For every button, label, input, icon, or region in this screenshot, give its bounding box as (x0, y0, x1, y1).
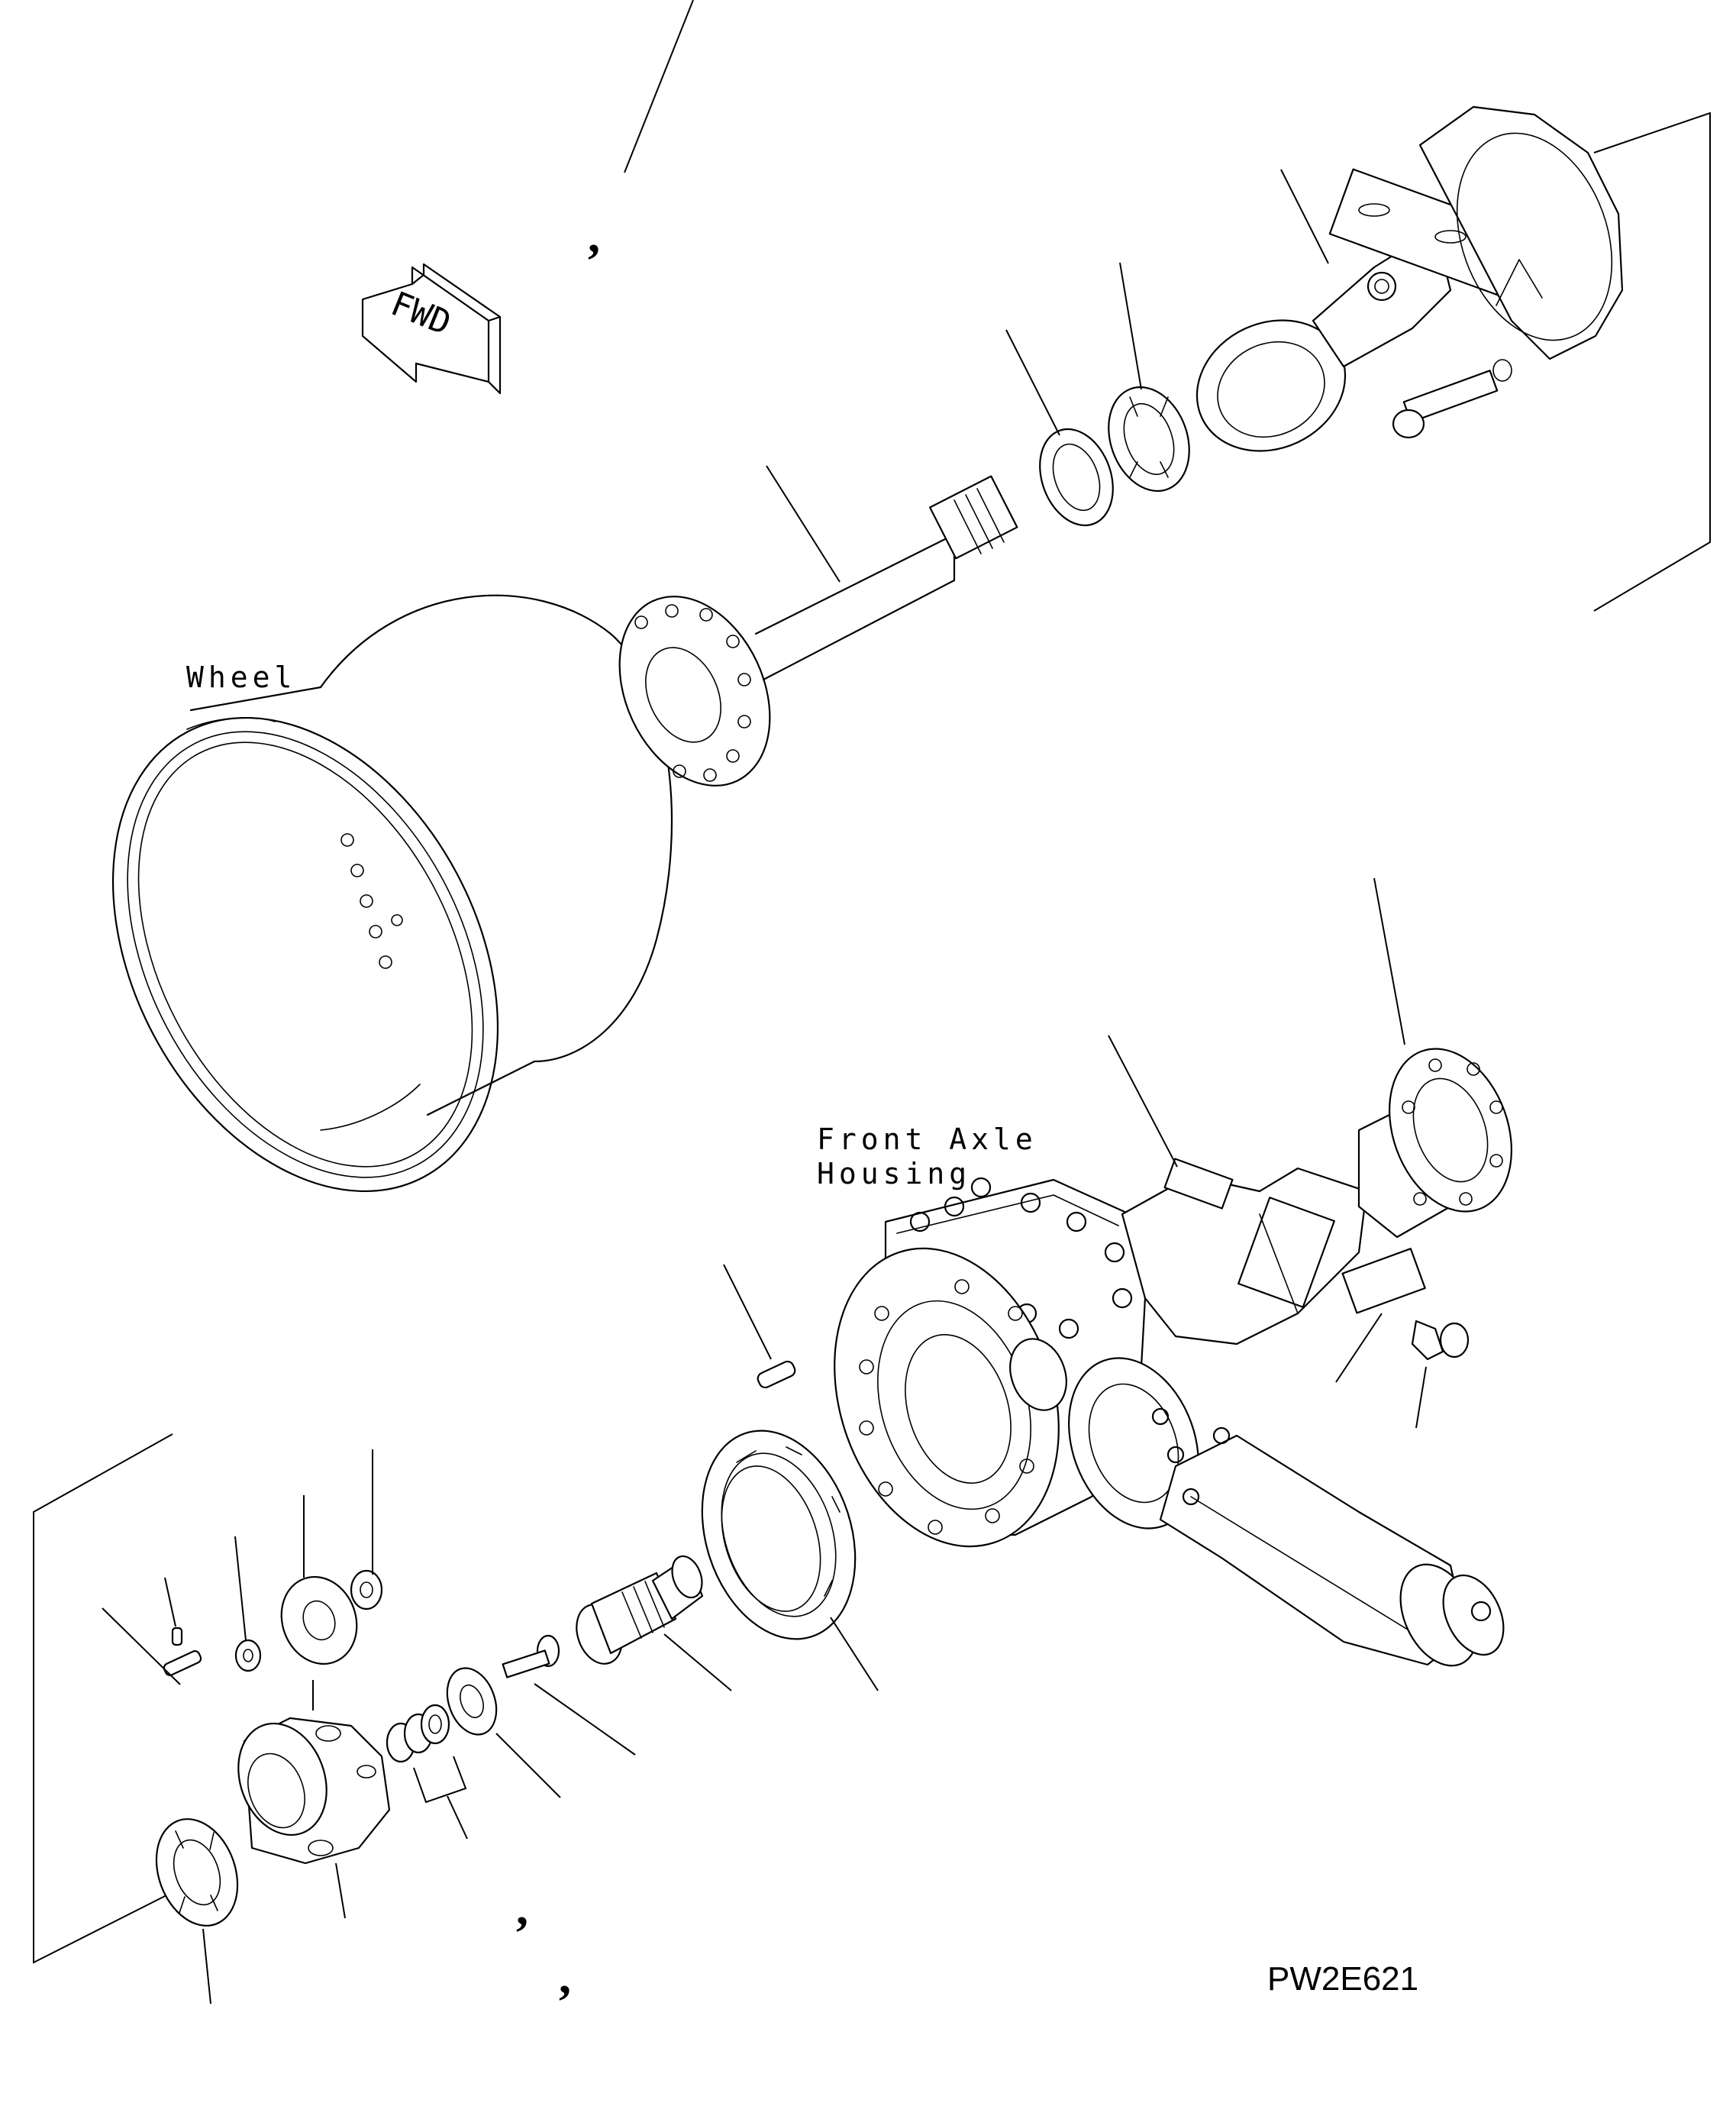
dowel-pin (757, 1360, 796, 1389)
axle-housing-top (1196, 105, 1624, 452)
fwd-arrow-icon: FWD (361, 263, 502, 395)
pinion-bolt (502, 1634, 560, 1678)
tick-mark-bottom-a: , (516, 1881, 528, 1935)
leader-line (534, 1683, 636, 1756)
leader-line (234, 1536, 247, 1641)
pinion-shaft (576, 1555, 704, 1665)
bearing (1108, 386, 1190, 493)
side-bearing (155, 1818, 239, 1927)
shim-set (386, 1704, 450, 1763)
bottom-left-bracket (33, 1433, 173, 1964)
cross-pin (163, 1627, 202, 1676)
tick-mark-top: , (588, 208, 600, 263)
leader-line (830, 1617, 879, 1691)
leader-line (1373, 877, 1405, 1045)
leader-line (1415, 1366, 1427, 1429)
pinion-gear (280, 1575, 358, 1665)
small-washer (234, 1639, 262, 1672)
tick-mark-bottom-b: , (559, 1950, 571, 2004)
leader-line (1005, 329, 1060, 436)
leader-line (1108, 1035, 1178, 1168)
leader-line (447, 1795, 468, 1840)
drawing-code: PW2E621 (1267, 1960, 1418, 1998)
top-right-bracket (1593, 111, 1711, 612)
leader-line (335, 1862, 346, 1919)
ring-gear (701, 1429, 857, 1640)
shim-bracket (413, 1756, 467, 1804)
leader-line (102, 1607, 181, 1685)
wheel-label: Wheel (186, 661, 296, 694)
leader-line (766, 465, 841, 583)
leader-line (1119, 262, 1142, 390)
front-axle-housing-label-line1: Front Axle (817, 1123, 1037, 1156)
thrust-washer (350, 1569, 383, 1610)
leader-line (663, 1633, 732, 1691)
leader-line (624, 0, 694, 173)
wheel-rim (111, 594, 673, 1193)
leader-line (202, 1928, 211, 2004)
leader-line (1280, 169, 1329, 264)
differential-case (237, 1717, 391, 1865)
front-axle-housing-label-line2: Housing (817, 1157, 971, 1190)
seal-ring (1039, 428, 1114, 527)
axle-shaft (618, 475, 1018, 787)
leader-line (723, 1264, 772, 1360)
front-axle-housing (834, 1048, 1512, 1667)
leader-line (1335, 1313, 1383, 1383)
leader-line (164, 1577, 176, 1627)
spacer (446, 1667, 498, 1736)
leader-line (495, 1733, 561, 1798)
